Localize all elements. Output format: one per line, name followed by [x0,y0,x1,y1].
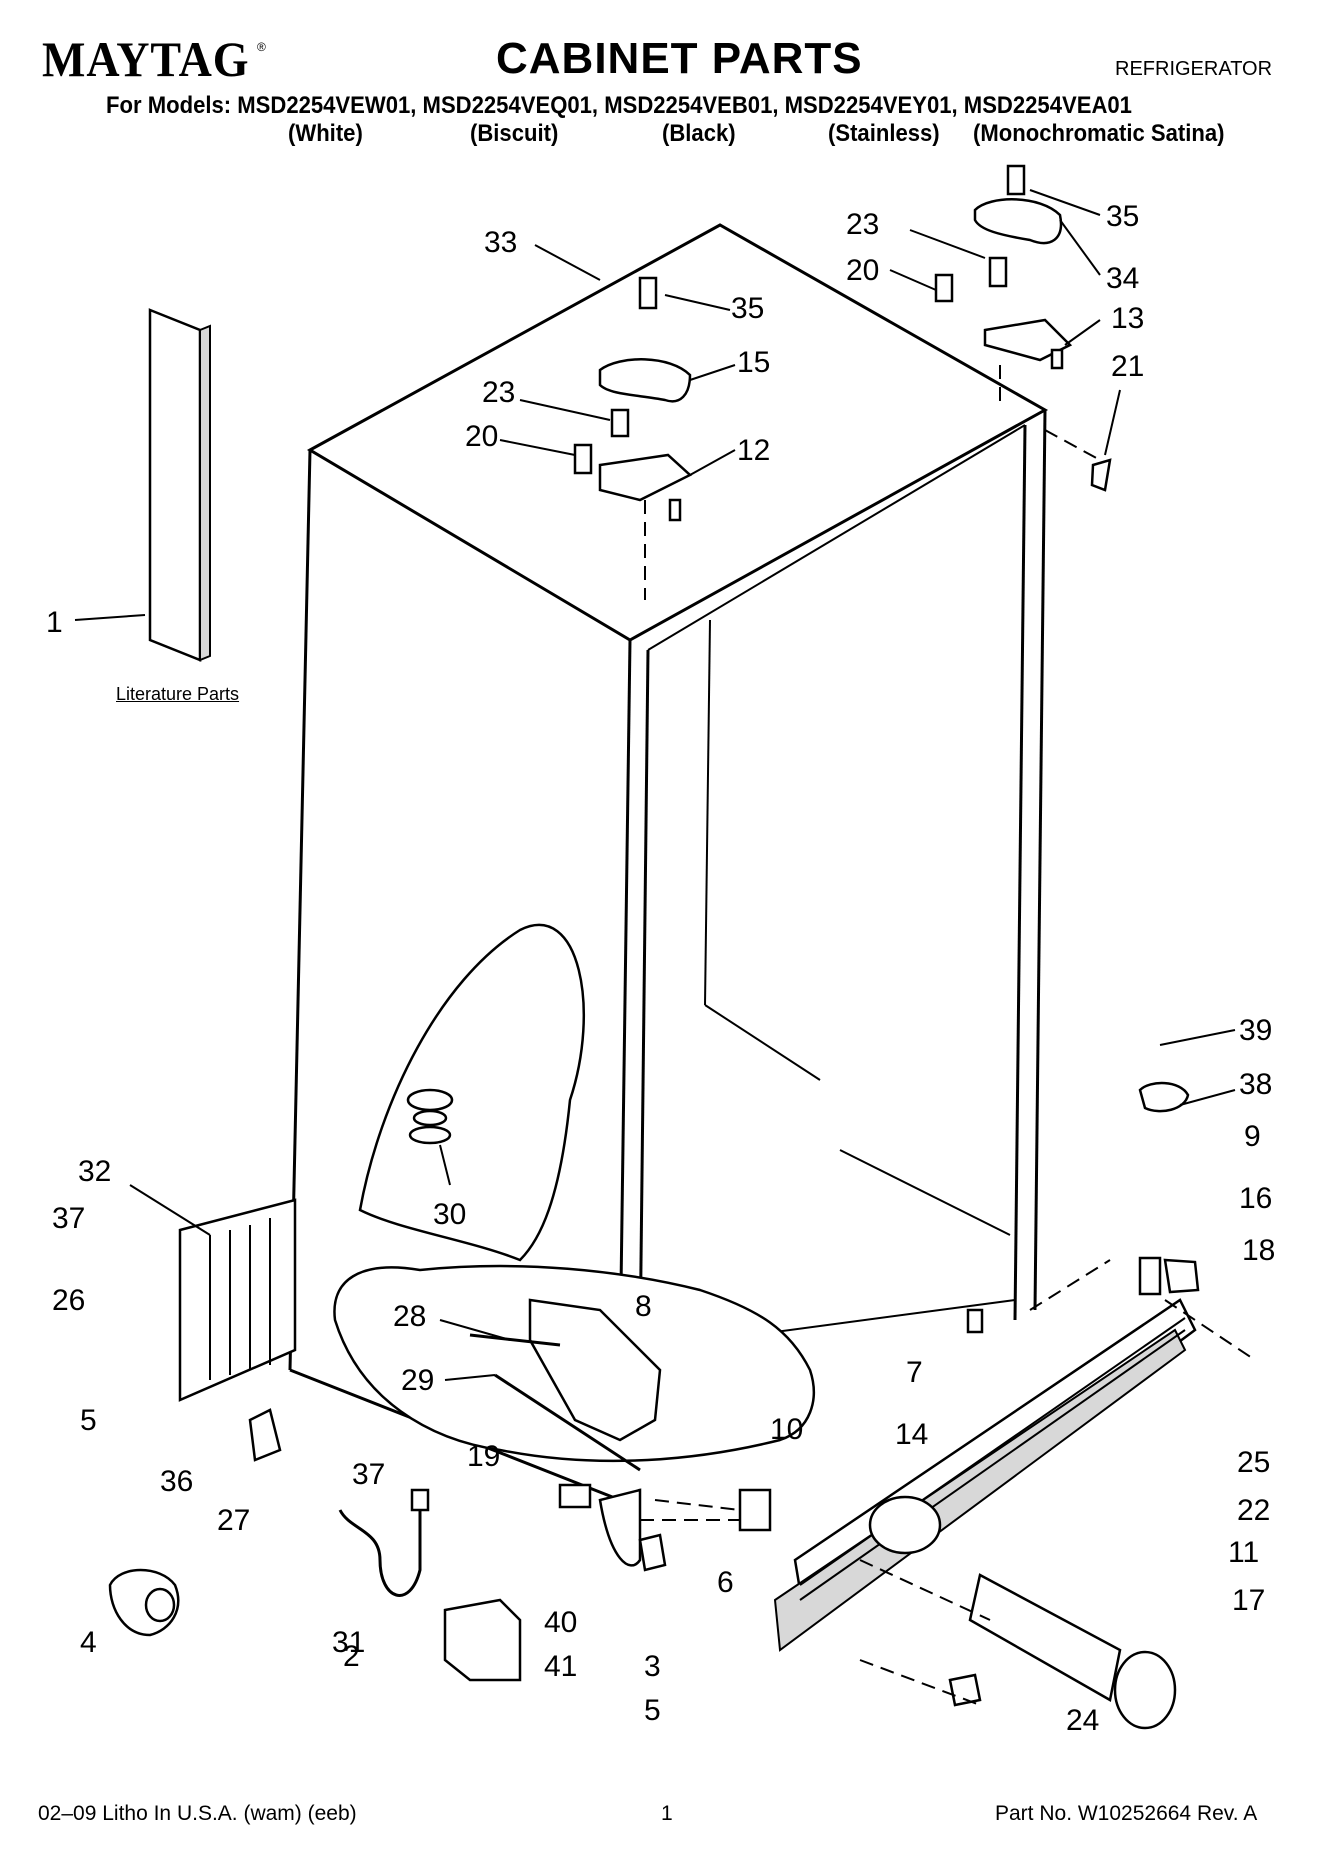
water-valve-assembly [469,1298,662,1472]
callout-38: 38 [1239,1068,1273,1101]
callout-23-left: 23 [482,376,516,409]
color-black: (Black) [662,120,736,147]
appliance-type: REFRIGERATOR [1115,58,1273,80]
callout-4: 4 [80,1626,97,1659]
model-list: For Models: MSD2254VEW01, MSD2254VEQ01, … [106,92,1132,119]
callout-24: 24 [1066,1704,1100,1737]
callout-27: 27 [217,1504,251,1537]
callout-5-bottom: 5 [644,1694,661,1727]
callout-10: 10 [770,1413,804,1446]
left-top-hinge [598,358,693,522]
callout-1: 1 [46,606,63,639]
callout-34: 34 [1106,262,1140,295]
callout-33: 33 [484,226,518,259]
callout-3: 3 [644,1650,661,1683]
callout-25: 25 [1237,1446,1271,1479]
callout-29: 29 [401,1364,435,1397]
callout-39: 39 [1239,1014,1273,1047]
callout-15: 15 [737,346,771,379]
leader-arrows [74,189,1236,1381]
callout-18: 18 [1242,1234,1276,1267]
brand-logo: MAYTAG [42,31,250,87]
page-number: 1 [661,1802,673,1825]
callout-22: 22 [1237,1494,1271,1527]
callout-7: 7 [906,1356,923,1389]
color-biscuit: (Biscuit) [470,120,559,147]
alignment-lines [640,1259,1256,1706]
base-grille [773,1298,1197,1652]
cabinet-shell [288,223,1049,1502]
lower-parts [108,1081,1200,1682]
callout-9: 9 [1244,1120,1261,1153]
callout-37-left: 37 [52,1202,86,1235]
color-white: (White) [288,120,363,147]
callout-20-right: 20 [846,254,880,287]
top-screws [573,164,1112,492]
callout-6: 6 [717,1566,734,1599]
color-monochromatic-satina: (Monochromatic Satina) [973,120,1225,147]
callout-23-right: 23 [846,208,880,241]
right-top-hinge [973,198,1073,370]
callout-11: 11 [1228,1536,1260,1569]
callout-12: 12 [737,434,771,467]
callout-20-left: 20 [465,420,499,453]
callout-8: 8 [635,1290,652,1323]
callout-32: 32 [78,1155,112,1188]
callout-16: 16 [1239,1182,1273,1215]
callout-37-bottom: 37 [352,1458,386,1491]
callout-5-left: 5 [80,1404,97,1437]
registered-mark: ® [257,40,266,54]
callout-31: 31 [332,1626,366,1659]
callout-13: 13 [1111,302,1145,335]
callout-41: 41 [544,1650,578,1683]
callout-19: 19 [467,1440,501,1473]
callout-35-right: 35 [1106,200,1140,233]
leveling-foot [406,1088,454,1145]
cutaway-left-wall [358,923,585,1262]
rear-access-panel [178,1198,297,1402]
callout-28: 28 [393,1300,427,1333]
color-stainless: (Stainless) [828,120,940,147]
literature-booklet [148,308,211,662]
water-filter [948,1573,1177,1730]
callout-14: 14 [895,1418,929,1451]
callout-40: 40 [544,1606,578,1639]
callout-21: 21 [1111,350,1145,383]
page-title: CABINET PARTS [496,34,863,83]
callout-2: 2 [343,1640,360,1673]
callout-17: 17 [1232,1584,1266,1617]
literature-parts-label: Literature Parts [116,684,240,704]
footer-print-info: 02–09 Litho In U.S.A. (wam) (eeb) [38,1802,357,1825]
callout-36: 36 [160,1465,194,1498]
part-number: Part No. W10252664 Rev. A [995,1802,1258,1825]
callout-35-left: 35 [731,292,765,325]
callout-26: 26 [52,1284,86,1317]
callout-30: 30 [433,1198,467,1231]
